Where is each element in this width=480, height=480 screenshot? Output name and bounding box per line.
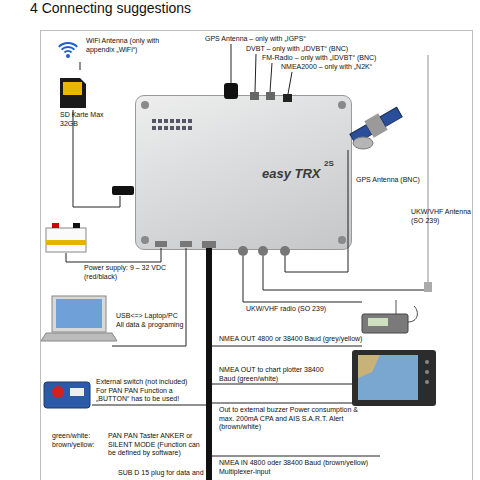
- connection-label: Power supply: 9 – 32 VDC (red/black): [84, 264, 176, 281]
- plotter-button: [425, 370, 429, 374]
- connection-label: NMEA2000 – only with „N2K“: [281, 63, 406, 72]
- connection-label: External switch (not included) For PAN P…: [96, 378, 196, 404]
- radio-mic-cord: [408, 306, 417, 322]
- connection-label: NMEA OUT to chart plotter 38400 Baud (gr…: [219, 366, 329, 383]
- wifi-connector: [112, 186, 134, 195]
- satellite-body: [364, 113, 387, 137]
- connection-label: GPS Antenna (BNC): [356, 176, 436, 185]
- wifi-icon: [65, 51, 72, 52]
- leader-line: [255, 54, 256, 92]
- leader-line: [231, 44, 232, 83]
- connection-label: DVBT – only with „IDVBT“ (BNC): [246, 45, 381, 54]
- leader-line: [73, 110, 120, 207]
- connection-label: WiFi Antenna (only with appendix „WiFi“): [86, 37, 186, 54]
- connection-label: Out to external buzzer Power consumption…: [219, 406, 369, 432]
- vhf-antenna: [427, 55, 429, 290]
- external-switch: [44, 382, 90, 408]
- connection-label: green/white: brown/yellow:: [52, 432, 102, 449]
- sd-card-label: [63, 82, 82, 95]
- battery-stripe: [46, 240, 86, 245]
- plotter-button: [425, 360, 429, 364]
- switch-label-plate: [70, 388, 84, 396]
- frame: [41, 31, 473, 480]
- page-title: 4 Connecting suggestions: [30, 1, 191, 16]
- connection-label: UKW/VHF radio (SO 239): [246, 305, 358, 314]
- leader-line: [212, 403, 380, 404]
- plotter-land: [358, 355, 380, 378]
- device-box: easy TRX2S: [135, 95, 352, 250]
- switch-button: [52, 386, 64, 398]
- laptop-screen: [56, 299, 102, 328]
- connection-label: FM-Radio – only with „IDVBT“ (BNC): [262, 54, 397, 63]
- leader-line: [80, 62, 81, 70]
- connection-label: NMEA IN 4800 oder 38400 Baud (brown/yell…: [219, 459, 384, 476]
- leader-line: [92, 405, 206, 406]
- laptop-base: [41, 333, 117, 341]
- laptop-icon: [52, 296, 106, 332]
- radio-display: [368, 318, 388, 326]
- connection-label: UKW/VHF Antenna (SO 239): [411, 208, 473, 225]
- satellite-dish: [353, 137, 373, 149]
- plotter-button: [425, 380, 429, 384]
- leader-line: [243, 256, 362, 302]
- battery-icon: [46, 228, 86, 252]
- connection-label: PAN PAN Taster ANKER or SILENT MODE (Fun…: [108, 432, 206, 458]
- connection-label: SUB D 15 plug for data and: [118, 469, 218, 478]
- device-logo: easy TRX: [262, 166, 321, 181]
- vhf-antenna-base: [424, 282, 432, 292]
- leader-line: [112, 248, 186, 346]
- connection-label: NMEA OUT 4800 or 38400 Baud (grey/yellow…: [219, 335, 369, 344]
- leader-line: [263, 256, 424, 290]
- main-cable: [206, 248, 212, 480]
- plotter-screen: [358, 355, 418, 400]
- radio-antenna: [396, 300, 397, 314]
- solar-panel: [380, 107, 402, 126]
- leader-line: [66, 248, 161, 262]
- sd-card: [60, 78, 86, 108]
- leader-line: [270, 63, 272, 92]
- wifi-icon: [62, 47, 75, 50]
- vhf-radio: [362, 314, 408, 333]
- connection-label: GPS Antenna – only with „IGPS“: [205, 35, 330, 44]
- leader-line: [288, 72, 292, 94]
- leader-line: [212, 384, 352, 385]
- satellite-icon: [348, 104, 404, 147]
- solar-panel: [350, 125, 372, 144]
- leader-line: [212, 346, 362, 347]
- wifi-icon: [66, 54, 70, 58]
- connection-label: SD Karte Max 32GB: [60, 111, 110, 128]
- connection-label: USB<=> Laptop/PC All data & programing: [116, 312, 184, 329]
- chart-plotter: [352, 350, 436, 406]
- battery-terminal: [73, 223, 80, 228]
- leader-line: [212, 456, 380, 457]
- battery-terminal: [52, 223, 59, 228]
- device-logo: 2S: [324, 159, 334, 168]
- wifi-icon: [59, 43, 77, 47]
